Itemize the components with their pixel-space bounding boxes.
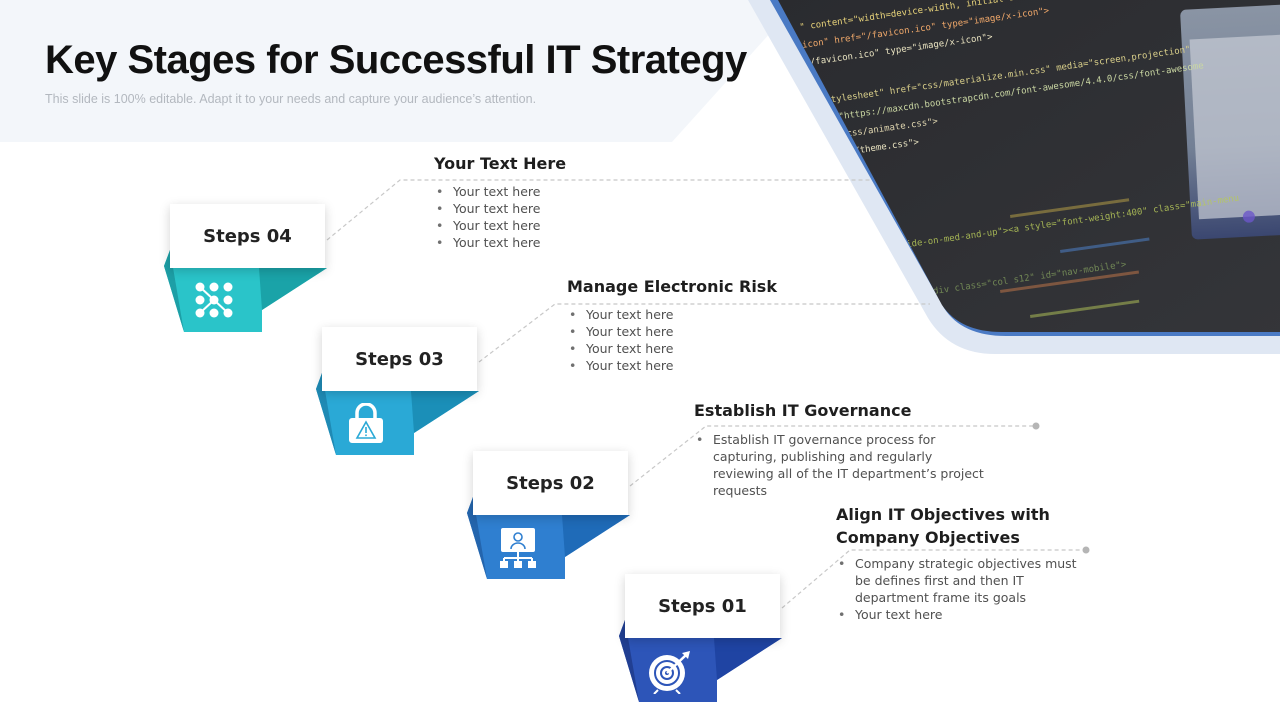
list-item: Your text here xyxy=(434,217,634,234)
page-title: Key Stages for Successful IT Strategy xyxy=(45,38,747,82)
step-01-heading-line2: Company Objectives xyxy=(836,528,1020,547)
list-item: Your text here xyxy=(567,357,767,374)
connector-step-01 xyxy=(781,549,1086,609)
connector-step-03 xyxy=(478,303,930,363)
step-03-heading: Manage Electronic Risk xyxy=(567,277,777,296)
step-04-heading: Your Text Here xyxy=(434,154,567,173)
step-02-label: Steps 02 xyxy=(506,472,595,494)
step-03-bullets: Your text here Your text here Your text … xyxy=(567,306,767,374)
list-item: Your text here xyxy=(434,234,634,251)
list-item: Establish IT governance process for capt… xyxy=(694,431,986,499)
list-item: Your text here xyxy=(434,183,634,200)
step-01-heading-line1: Align IT Objectives with xyxy=(836,505,1050,524)
connector-end-dot xyxy=(1032,422,1040,430)
code-screen-photo: " content="width=device-width, initial-s… xyxy=(748,0,1280,354)
step-03-label: Steps 03 xyxy=(355,348,444,370)
connector-step-04 xyxy=(326,179,870,241)
step-02-heading: Establish IT Governance xyxy=(694,401,912,420)
step-01-card: Steps 01 xyxy=(625,574,780,638)
warning-lock-icon xyxy=(349,403,383,443)
step-03-card: Steps 03 xyxy=(322,327,477,391)
step-02-card: Steps 02 xyxy=(473,451,628,515)
step-04-label: Steps 04 xyxy=(203,225,292,247)
list-item: Your text here xyxy=(567,323,767,340)
step-01-heading: Align IT Objectives with Company Objecti… xyxy=(836,503,1050,549)
step-04-bullets: Your text here Your text here Your text … xyxy=(434,183,634,251)
network-nodes-icon xyxy=(195,282,233,318)
connector-step-02 xyxy=(629,425,1036,487)
header-band xyxy=(0,0,800,142)
step-04-ribbon xyxy=(164,250,327,332)
target-icon xyxy=(649,651,690,694)
org-chart-icon xyxy=(500,528,536,568)
page-subtitle: This slide is 100% editable. Adapt it to… xyxy=(45,92,537,106)
connector-end-dot xyxy=(1082,546,1090,554)
step-04-card: Steps 04 xyxy=(170,204,325,268)
list-item: Your text here xyxy=(567,340,767,357)
step-01-label: Steps 01 xyxy=(658,595,747,617)
list-item: Your text here xyxy=(434,200,634,217)
list-item: Company strategic objectives must be def… xyxy=(836,555,1088,606)
step-02-bullets: Establish IT governance process for capt… xyxy=(694,431,986,499)
list-item: Your text here xyxy=(836,606,1088,623)
list-item: Your text here xyxy=(567,306,767,323)
step-01-bullets: Company strategic objectives must be def… xyxy=(836,555,1088,623)
